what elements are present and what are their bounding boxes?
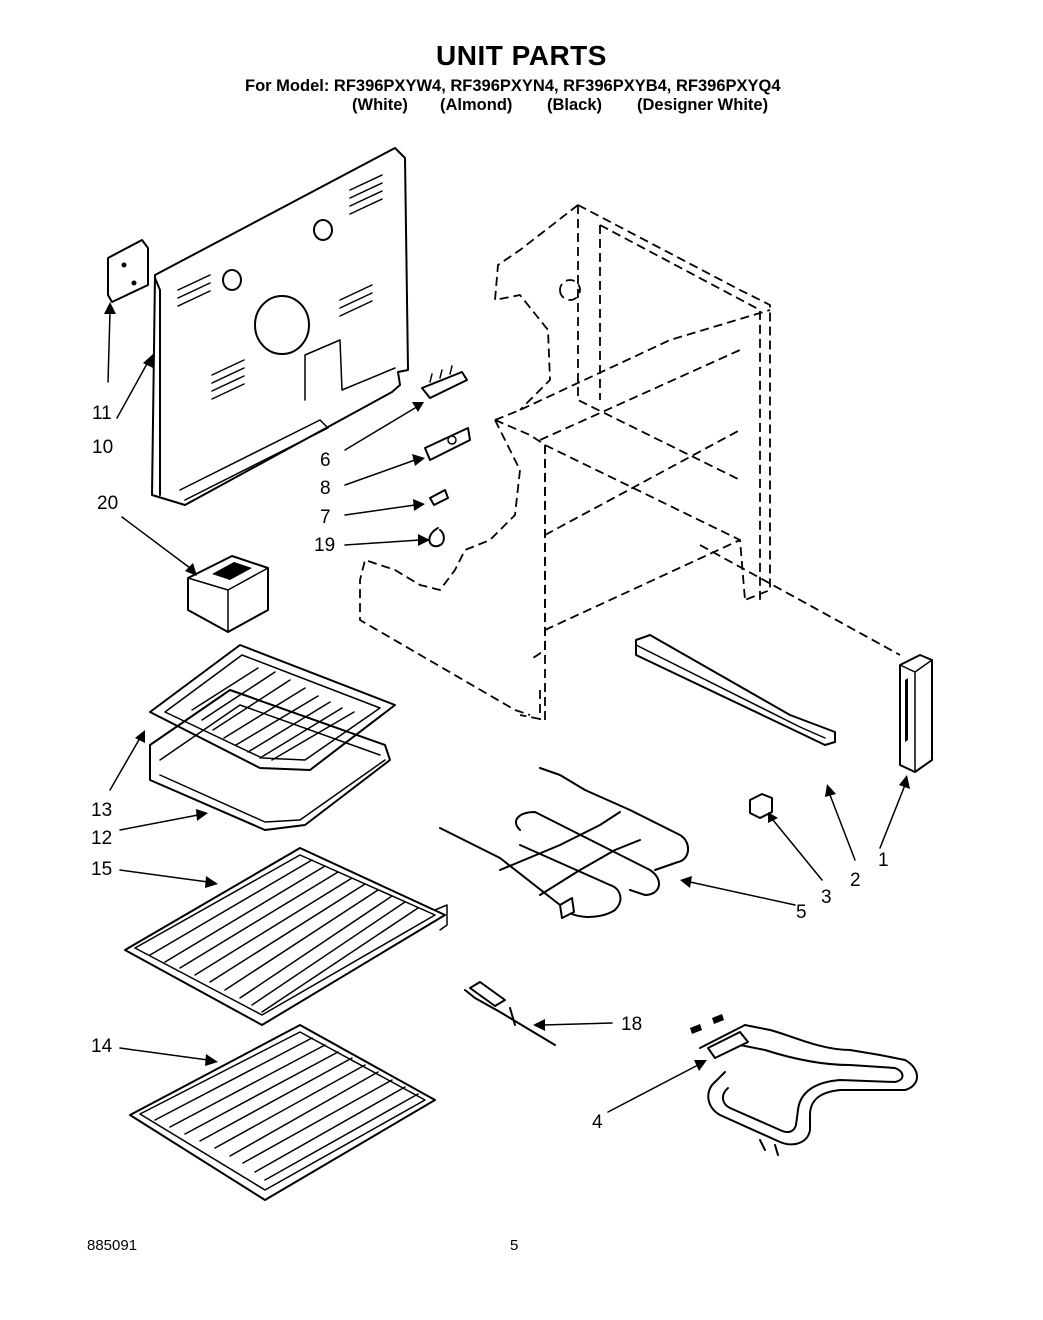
finish-white: (White): [352, 96, 408, 114]
callout-4: 4: [592, 1112, 603, 1133]
callout-5: 5: [796, 902, 807, 923]
callout-3: 3: [821, 887, 832, 908]
side-trim: [899, 654, 933, 773]
rear-panel: [151, 147, 409, 506]
broil-element: [690, 1014, 918, 1156]
finish-black: (Black): [547, 96, 603, 114]
wire-connector: [428, 527, 445, 548]
page-title: UNIT PARTS: [436, 40, 607, 71]
callout-2: 2: [850, 870, 861, 891]
callout-6: 6: [320, 450, 331, 471]
callout-19: 19: [314, 535, 336, 556]
callout-15: 15: [91, 859, 113, 880]
spacer: [749, 793, 773, 819]
callout-10: 10: [92, 437, 114, 458]
callout-1: 1: [878, 850, 889, 871]
callout-20: 20: [97, 493, 119, 514]
clip: [429, 489, 449, 506]
callout-8: 8: [320, 478, 331, 499]
bake-element: [439, 767, 689, 919]
bottom-trim: [635, 634, 836, 746]
callout-12: 12: [91, 828, 113, 849]
parts-box: [187, 555, 269, 633]
finish-almond: (Almond): [440, 96, 513, 114]
small-bracket: [107, 239, 149, 303]
page-number: 5: [510, 1237, 519, 1254]
callout-11: 11: [92, 403, 112, 424]
callout-18: 18: [621, 1014, 643, 1035]
callout-13: 13: [91, 800, 113, 821]
oven-rack-upper: [124, 847, 448, 1026]
callout-7: 7: [320, 507, 331, 528]
broiler-grid: [149, 644, 396, 771]
bracket: [424, 427, 471, 461]
temperature-sensor: [464, 981, 556, 1046]
broiler-pan: [149, 689, 391, 831]
oven-rack-lower: [129, 1024, 436, 1201]
finish-designer-white: (Designer White): [637, 96, 769, 114]
callout-14: 14: [91, 1036, 113, 1057]
callout-leaders: [104, 302, 910, 1113]
model-numbers: For Model: RF396PXYW4, RF396PXYN4, RF396…: [245, 77, 781, 95]
oven-cavity-outline: [359, 204, 901, 721]
terminal-block: [421, 365, 468, 399]
document-number: 885091: [87, 1237, 138, 1254]
